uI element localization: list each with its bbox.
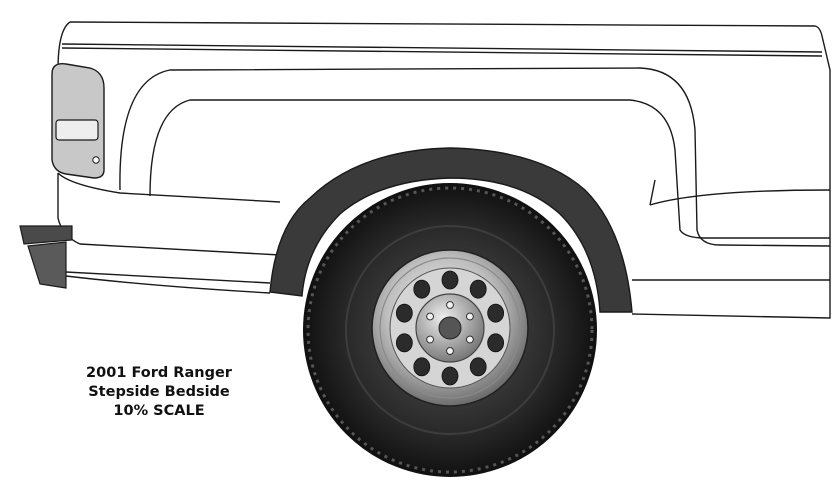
fender-flare — [269, 147, 633, 313]
wheel-hole — [441, 270, 459, 290]
lug-nut — [446, 301, 454, 309]
wheel-hole — [395, 333, 413, 353]
rear-bumper — [19, 225, 73, 289]
lug-nut — [466, 335, 474, 344]
lug-nut — [446, 347, 454, 355]
lug-nut — [426, 312, 434, 321]
wheel-hole — [487, 333, 505, 353]
tail-light — [51, 63, 105, 179]
wheel-rim — [371, 249, 529, 407]
diagram-caption: 2001 Ford Ranger Stepside Bedside 10% SC… — [74, 364, 244, 421]
caption-model: 2001 Ford Ranger — [86, 365, 232, 381]
caption-part: Stepside Bedside — [88, 384, 230, 400]
wheel-hole — [469, 357, 487, 377]
wheel-hole — [487, 303, 505, 323]
wheel-hole — [413, 357, 431, 377]
tail-light-screw — [92, 156, 100, 164]
wheel-hole — [441, 366, 459, 386]
wheel-lug-nuts — [426, 301, 474, 355]
wheel-holes — [395, 270, 505, 386]
lug-nut — [426, 335, 434, 344]
fender-panel-outline — [119, 67, 831, 247]
wheel-center-cap — [438, 316, 462, 340]
lug-nut — [466, 312, 474, 321]
tail-light-lens — [55, 119, 99, 141]
caption-scale: 10% SCALE — [113, 403, 205, 419]
tire-tread-ring — [306, 186, 594, 474]
wheel-hole — [413, 279, 431, 299]
wheel-hole — [469, 279, 487, 299]
wheel-hole — [395, 303, 413, 323]
